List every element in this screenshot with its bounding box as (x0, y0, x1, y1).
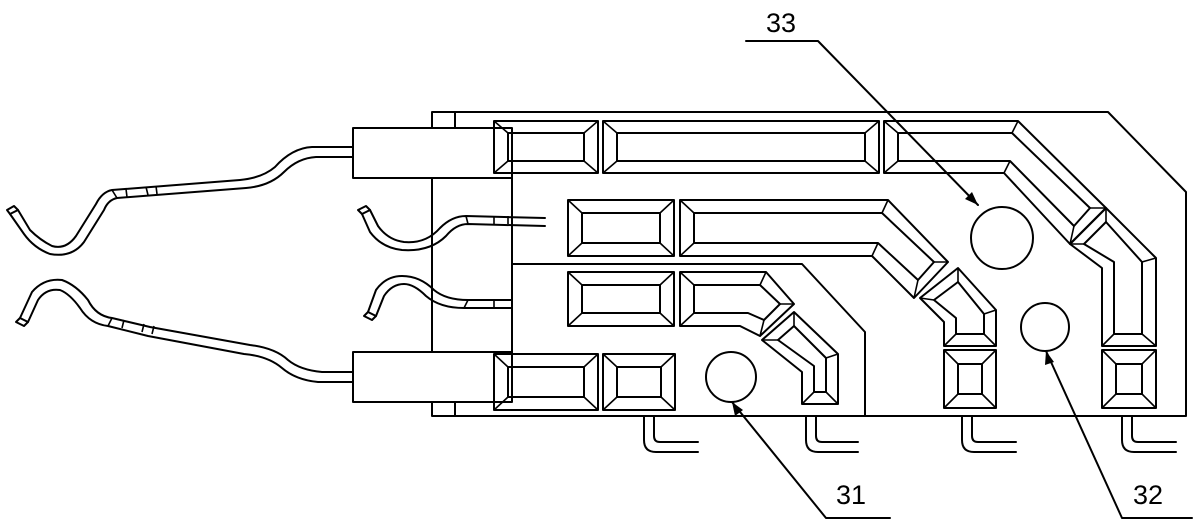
lead-short-upper-b (361, 213, 546, 252)
lead-lower-long-tip (15, 317, 29, 327)
pad-r3-b (679, 271, 795, 337)
hole-31 (705, 351, 757, 403)
ref-label-31: 31 (836, 480, 866, 510)
j-lead-1 (643, 415, 699, 453)
lead-upper-long-b (9, 156, 354, 256)
j-lead-2 (805, 415, 859, 453)
ref-label-33: 33 (766, 8, 796, 38)
pad-r2-b (679, 199, 949, 299)
bent-leads (6, 146, 354, 383)
connector-block-top (352, 127, 513, 179)
lead-upper-mark-1 (111, 185, 158, 199)
pad-r1-b (602, 120, 880, 174)
lead-short-lower (367, 275, 513, 313)
lead-lower-long (19, 278, 354, 373)
pad-r2-a (567, 199, 675, 257)
lead-short-lower-b (375, 283, 513, 317)
reference-33: 33 (745, 8, 979, 206)
pad-r3-a (567, 271, 675, 327)
connector-block-bottom (352, 351, 513, 403)
lead-upper-long (17, 146, 354, 248)
lead-short-upper-tip (357, 205, 371, 215)
arrowhead-32 (1045, 351, 1054, 365)
leader-33 (745, 40, 979, 206)
bottom-leads (643, 415, 1177, 453)
j-lead-3 (961, 415, 1017, 453)
pads (493, 120, 1157, 411)
lead-lower-long-b (27, 288, 354, 383)
pad-r2-c (919, 267, 997, 347)
lead-lower-mark-1 (107, 317, 155, 335)
leader-31 (731, 401, 891, 519)
pad-r4-a (493, 353, 599, 411)
pad-r2-d (1069, 207, 1157, 347)
lead-short-lower-tip (363, 311, 377, 321)
arrowhead-33 (965, 192, 978, 205)
j-lead-4 (1121, 415, 1177, 453)
leader-32 (1045, 350, 1193, 519)
pad-r4-c (943, 349, 997, 409)
pad-r4-b (602, 353, 676, 411)
reference-31: 31 (731, 401, 891, 519)
arrowhead-31 (732, 402, 743, 416)
ref-label-32: 32 (1133, 480, 1163, 510)
reference-32: 32 (1045, 350, 1193, 519)
lead-short-upper (369, 209, 546, 244)
pad-r1-a (493, 120, 599, 174)
hole-33 (970, 206, 1034, 270)
short-leads (357, 205, 546, 321)
pad-r4-d (1101, 349, 1157, 409)
lead-upper-long-tip (6, 205, 19, 215)
divider-upper (511, 263, 866, 417)
connector-blocks (352, 127, 866, 417)
lead-short-lower-marks (463, 299, 495, 309)
pad-r3-c (761, 311, 839, 405)
hole-32 (1020, 302, 1070, 352)
lead-short-upper-marks (465, 215, 509, 225)
